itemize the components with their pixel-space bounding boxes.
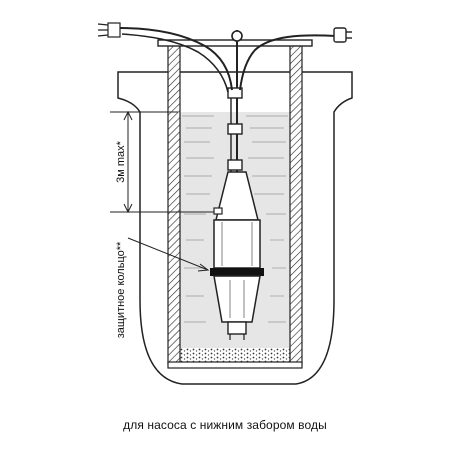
pump-inlet [227,321,247,335]
protective-ring [210,268,264,276]
power-cable-left [119,27,233,91]
ring-label: защитное кольцо** [115,241,127,338]
power-cable-right [239,34,337,91]
depth-label: 3м max* [115,140,127,183]
power-plug-icon [333,27,352,43]
casing-bottom [167,361,303,369]
diagram-caption: для насоса с нижним забором воды [123,418,327,432]
gravel-bottom [180,348,290,362]
pump-lower-cone [213,275,261,323]
ring-leader-line [127,237,210,272]
pump [210,171,264,340]
casing-wall-right [289,43,303,365]
cord-clamp-top [227,87,243,99]
cord-clamp-lower [227,159,243,171]
casing-wall-left [167,43,181,365]
wire-ends-icon [97,22,121,38]
water-surface-lines [182,115,288,323]
depth-dimension [110,110,214,214]
hanger-ring [231,30,243,42]
cord-clamp-middle [227,123,243,135]
pump-upper-body [213,219,261,269]
